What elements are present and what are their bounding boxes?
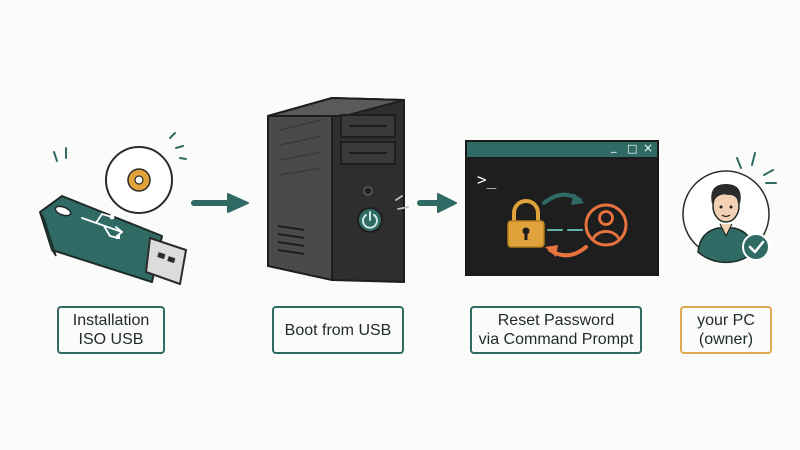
checkmark-icon [742,233,770,261]
step-label-line: Boot from USB [284,321,392,339]
usb-drive-icon [39,195,187,285]
power-icon [357,207,383,233]
step-label-reset-password: Reset Password via Command Prompt [470,306,642,354]
avatar-icon [682,170,770,264]
arrow-icon [545,245,588,258]
pc-tower-icon [267,97,409,283]
step-label-line: ISO USB [78,331,144,348]
step-label-line: via Command Prompt [478,331,634,348]
sparkle-icon [53,147,67,162]
arrow-icon [542,192,584,205]
terminal-prompt: >_ [477,170,497,189]
step-label-line: Reset Password [497,312,615,329]
step-label-boot-from-usb: Boot from USB [272,306,404,354]
window-maximize-button[interactable]: □ [627,142,638,155]
arrow-icon [191,193,249,213]
step-label-your-pc-owner: your PC (owner) [680,306,772,354]
step-label-line: your PC [697,312,755,329]
step-label-line: Installation [72,312,150,329]
window-minimize-button[interactable]: _ [611,140,617,153]
disc-icon [105,132,187,214]
step-label-installation-usb: Installation ISO USB [57,306,165,354]
sparkle-icon [736,152,777,184]
terminal-window-icon [465,140,659,276]
step-label-line: (owner) [698,331,754,348]
arrow-icon [417,193,457,213]
padlock-icon [507,199,545,248]
window-close-button[interactable]: × [643,141,654,155]
user-icon [584,203,628,247]
